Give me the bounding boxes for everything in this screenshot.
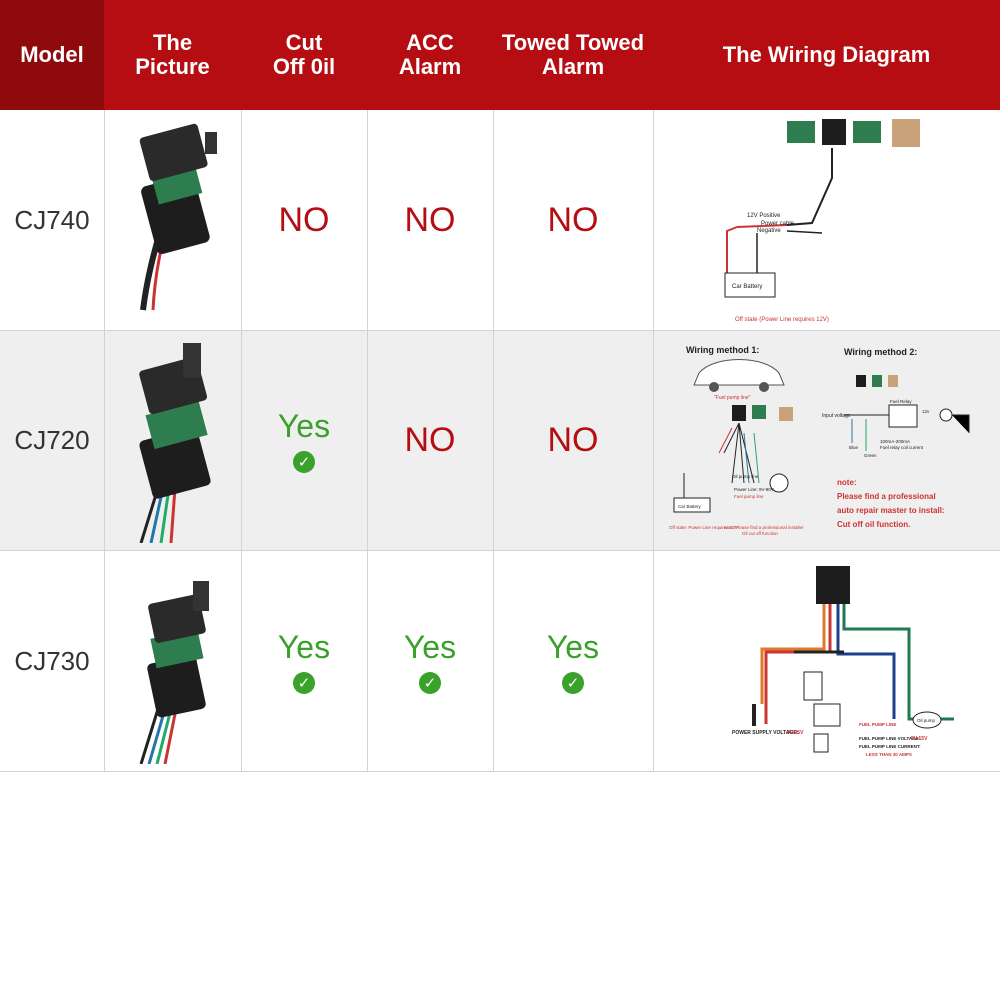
check-icon: ✓: [562, 671, 584, 694]
header-wiring-diagram: The Wiring Diagram: [653, 0, 1000, 110]
acc-alarm-cell: NO: [367, 331, 494, 550]
svg-text:FUEL PUMP LINE CURRENT:: FUEL PUMP LINE CURRENT:: [859, 744, 921, 749]
svg-text:Off state (Power Line requires: Off state (Power Line requires 12V): [735, 317, 829, 323]
wiring-diagram-cell: 12V Positive Power cable Negative Car Ba…: [653, 110, 1000, 330]
svg-text:Input voltage: Input voltage: [822, 413, 851, 419]
acc-alarm-cell: NO: [367, 110, 494, 330]
wiring-diagram-cj720: Wiring method 1: Wiring method 2: "Fuel …: [669, 345, 970, 536]
towed-alarm-cell: NO: [493, 331, 654, 550]
wiring-diagram-cell: POWER SUPPLY VOLTAGE: 9V-95V FUEL PUMP L…: [653, 551, 1000, 771]
table-row: CJ720 Yes ✓ NO NO Wiring method 1: Wirin…: [0, 331, 1000, 551]
table-row: CJ730 Yes ✓ Yes ✓ Yes ✓: [0, 551, 1000, 772]
svg-text:LESS THAN 30 AMPS: LESS THAN 30 AMPS: [866, 752, 912, 757]
svg-text:Fuel relay coil current: Fuel relay coil current: [880, 445, 924, 450]
wiring-diagram-cj730: POWER SUPPLY VOLTAGE: 9V-95V FUEL PUMP L…: [732, 565, 954, 757]
svg-text:Power Line: 9V-90V: Power Line: 9V-90V: [734, 487, 774, 492]
svg-text:9V-95V: 9V-95V: [787, 730, 804, 736]
svg-text:FUEL PUMP LINE: FUEL PUMP LINE: [859, 722, 896, 727]
wiring-diagram-cell: Wiring method 1: Wiring method 2: "Fuel …: [653, 331, 1000, 550]
svg-text:Fuel Relay: Fuel Relay: [890, 399, 912, 404]
wiring-diagram-cj740: 12V Positive Power cable Negative Car Ba…: [724, 118, 920, 323]
svg-text:Car Battery: Car Battery: [678, 504, 702, 509]
svg-text:Oil pump: Oil pump: [917, 718, 936, 723]
cut-off-oil-cell: NO: [241, 110, 368, 330]
svg-text:Fuel pump line: Fuel pump line: [734, 494, 764, 499]
svg-text:Car Battery: Car Battery: [732, 284, 762, 290]
svg-text:Wiring method 1:: Wiring method 1:: [686, 345, 759, 355]
table-row: CJ740 NO NO NO: [0, 110, 1000, 331]
svg-text:Oil cut off function: Oil cut off function: [742, 531, 778, 536]
towed-alarm-cell: NO: [493, 110, 654, 330]
acc-alarm-cell: Yes ✓: [367, 551, 494, 771]
header-model: Model: [0, 0, 104, 110]
product-picture: [104, 331, 242, 550]
svg-text:100mA-200mA: 100mA-200mA: [880, 439, 910, 444]
svg-text:12v: 12v: [922, 409, 930, 414]
svg-text:Off state: Power Line requires: Off state: Power Line requires 12V: [669, 525, 738, 530]
cut-off-oil-cell: Yes ✓: [241, 551, 368, 771]
svg-text:Power cable: Power cable: [761, 221, 795, 227]
towed-alarm-cell: Yes ✓: [493, 551, 654, 771]
svg-text:auto repair master to install:: auto repair master to install:: [837, 506, 945, 515]
relay-image: [138, 343, 211, 543]
svg-text:Green: Green: [864, 453, 877, 458]
svg-text:note:: note:: [837, 478, 857, 487]
relay-image: [139, 580, 209, 764]
check-icon: ✓: [419, 671, 441, 694]
check-icon: ✓: [293, 671, 315, 694]
svg-text:FUEL PUMP LINE VOLTAGE:: FUEL PUMP LINE VOLTAGE:: [859, 736, 921, 741]
svg-text:note: Please find a profession: note: Please find a professional install…: [724, 525, 804, 530]
svg-text:Blue: Blue: [849, 445, 859, 450]
model-cell: CJ740: [0, 110, 105, 330]
product-picture: [104, 551, 242, 771]
svg-text:12V Positive: 12V Positive: [747, 213, 781, 219]
svg-text:Please find a professional: Please find a professional: [837, 492, 936, 501]
product-picture: [104, 110, 242, 330]
svg-text:Cut off oil function.: Cut off oil function.: [837, 520, 910, 529]
model-cell: CJ730: [0, 551, 105, 771]
svg-text:Oil pump line: Oil pump line: [732, 474, 759, 479]
svg-text:Negative: Negative: [757, 228, 781, 234]
svg-text:Wiring method 2:: Wiring method 2:: [844, 347, 917, 357]
svg-text:5V-15V: 5V-15V: [911, 736, 928, 742]
check-icon: ✓: [293, 451, 315, 473]
svg-text:"Fuel pump line": "Fuel pump line": [714, 395, 751, 401]
relay-image: [139, 123, 217, 311]
cut-off-oil-cell: Yes ✓: [241, 331, 368, 550]
model-cell: CJ720: [0, 331, 105, 550]
svg-text:POWER SUPPLY VOLTAGE:: POWER SUPPLY VOLTAGE:: [732, 730, 799, 736]
